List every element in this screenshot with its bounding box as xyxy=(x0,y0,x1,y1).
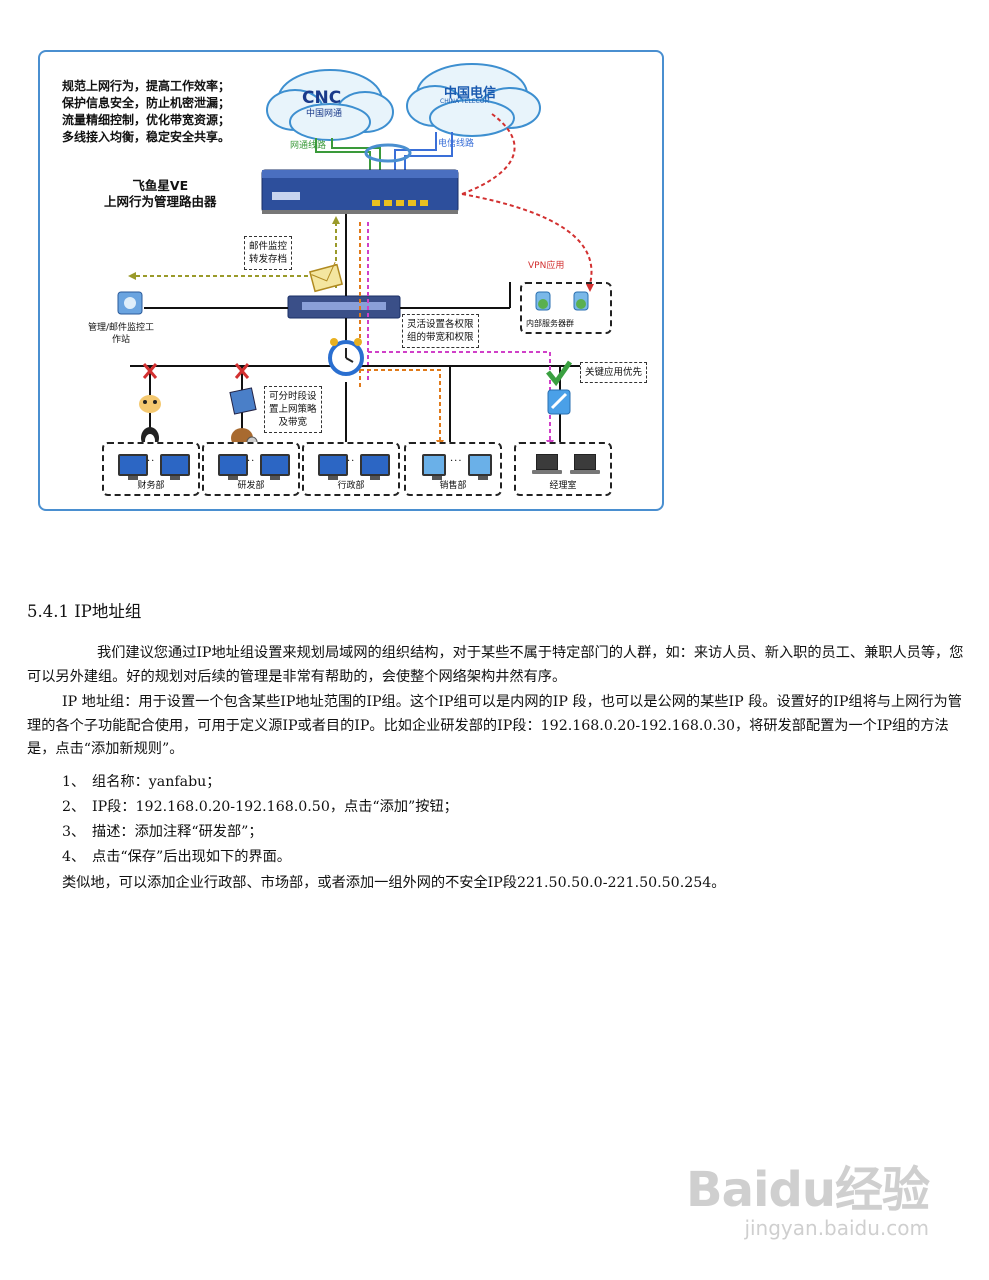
blocked-cross-icons xyxy=(142,363,250,379)
dept-sales: ··· 销售部 xyxy=(404,442,502,496)
step-text: 点击“保存”后出现如下的界面。 xyxy=(92,849,291,865)
step-number: 1、 xyxy=(62,774,86,790)
dept-finance: ·· 财务部 xyxy=(102,442,200,496)
router-title-line: 飞鱼星VE xyxy=(132,178,189,193)
workstation-label-line: 管理/邮件监控工 xyxy=(88,323,155,333)
telecom-subtitle: CHINA TELECOM xyxy=(440,98,490,105)
ellipsis-dots: ··· xyxy=(450,456,463,467)
dept-label: 经理室 xyxy=(549,481,577,491)
bubble-line: 置上网策略 xyxy=(269,404,317,415)
bubble-line: 组的带宽和权限 xyxy=(407,332,474,343)
router-title: 飞鱼星VE 上网行为管理路由器 xyxy=(104,178,217,210)
dept-label: 销售部 xyxy=(439,481,467,491)
section-heading: 5.4.1 IP地址组 xyxy=(27,602,142,621)
toy-animal-icon xyxy=(139,395,161,413)
mail-monitor-bubble: 邮件监控 转发存档 xyxy=(244,236,293,270)
priority-app-icon xyxy=(547,389,571,415)
network-diagram: 规范上网行为，提高工作效率； 保护信息安全，防止机密泄漏； 流量精细控制，优化带… xyxy=(38,50,664,511)
router-title-line: 上网行为管理路由器 xyxy=(104,194,217,209)
step-item: 2、 IP段：192.168.0.20-192.168.0.50，点击“添加”按钮… xyxy=(62,796,458,818)
cnc-logo: CNC xyxy=(302,88,342,108)
computer-icon xyxy=(318,454,348,480)
workstation-label: 管理/邮件监控工 作站 xyxy=(88,322,154,346)
cnc-cloud xyxy=(266,69,394,141)
ellipsis-dots: ·· xyxy=(147,456,156,467)
computer-icon xyxy=(160,454,190,480)
workstation-icon xyxy=(117,291,143,315)
telecom-cloud xyxy=(406,63,541,137)
slogan-line: 规范上网行为，提高工作效率； xyxy=(62,79,231,93)
bandwidth-bubble: 灵活设置各权限 组的带宽和权限 xyxy=(402,314,479,348)
diagram-slogan: 规范上网行为，提高工作效率； 保护信息安全，防止机密泄漏； 流量精细控制，优化带… xyxy=(62,78,292,146)
cnc-subtitle: 中国网通 xyxy=(306,109,343,119)
priority-bubble: 关键应用优先 xyxy=(580,362,648,383)
step-item: 4、点击“保存”后出现如下的界面。 xyxy=(62,846,291,868)
dept-manager: 经理室 xyxy=(514,442,612,496)
step-item: 3、描述：添加注释“研发部”； xyxy=(62,821,263,843)
closing-paragraph: 类似地，可以添加企业行政部、市场部，或者添加一组外网的不安全IP段221.50.… xyxy=(62,875,726,891)
server-group-box xyxy=(520,282,612,334)
bubble-line: 灵活设置各权限 xyxy=(407,319,474,330)
watermark-url: jingyan.baidu.com xyxy=(744,1216,929,1240)
ellipsis-dots: ·· xyxy=(347,456,356,467)
dept-rnd: ·· 研发部 xyxy=(202,442,300,496)
schedule-bubble: 可分时段设 置上网策略 及带宽 xyxy=(264,386,322,433)
ellipsis-dots: ·· xyxy=(247,456,256,467)
switch-device xyxy=(287,295,401,319)
paragraph-ip-group: IP 地址组：用于设置一个包含某些IP地址范围的IP组。这个IP组可以是内网的I… xyxy=(27,694,962,757)
bubble-line: 可分时段设 xyxy=(269,391,317,402)
computer-icon xyxy=(118,454,148,480)
alarm-clock-icon xyxy=(328,338,364,376)
mail-envelope-icon xyxy=(308,261,344,293)
computer-icon xyxy=(360,454,390,480)
step-text: 描述：添加注释“研发部”； xyxy=(92,824,263,840)
laptop-icon xyxy=(532,454,562,474)
cnc-line-label: 网通线路 xyxy=(290,141,327,151)
step-number: 4、 xyxy=(62,849,86,865)
check-mark-icon xyxy=(546,360,573,387)
dept-label: 研发部 xyxy=(237,481,265,491)
telecom-logo: 中国电信 xyxy=(444,86,497,101)
workstation-label-line: 作站 xyxy=(112,335,131,345)
router-device xyxy=(261,169,459,214)
dept-label: 财务部 xyxy=(137,481,165,491)
step-text: IP段：192.168.0.20-192.168.0.50，点击“添加”按钮； xyxy=(92,799,458,815)
computer-icon xyxy=(260,454,290,480)
dept-admin: ·· 行政部 xyxy=(302,442,400,496)
telecom-line-label: 电信线路 xyxy=(438,139,475,149)
watermark-brand: Baidu经验 xyxy=(686,1162,930,1218)
computer-icon xyxy=(218,454,248,480)
slogan-line: 多线接入均衡，稳定安全共享。 xyxy=(62,130,231,144)
network-topology-graphic xyxy=(117,63,594,449)
bubble-line: 及带宽 xyxy=(278,417,308,428)
laptop-icon xyxy=(570,454,600,474)
baidu-watermark: Baidu经验 jingyan.baidu.com xyxy=(686,1150,930,1240)
bubble-line: 转发存档 xyxy=(249,254,288,265)
server-group-label: 内部服务器群 xyxy=(526,319,574,328)
computer-icon xyxy=(422,454,446,480)
dept-label: 行政部 xyxy=(337,481,365,491)
computer-icon xyxy=(468,454,492,480)
video-file-icon xyxy=(229,387,257,415)
server-icons xyxy=(535,291,589,311)
step-item: 1、组名称：yanfabu； xyxy=(62,771,220,793)
vpn-label: VPN应用 xyxy=(528,261,565,271)
step-number: 3、 xyxy=(62,824,86,840)
bubble-line: 邮件监控 xyxy=(249,241,288,252)
step-number: 2、 xyxy=(62,799,86,815)
paragraph-intro: 我们建议您通过IP地址组设置来规划局域网的组织结构，对于某些不属于特定部门的人群… xyxy=(27,645,964,685)
step-text: 组名称：yanfabu； xyxy=(92,774,221,790)
slogan-line: 流量精细控制，优化带宽资源； xyxy=(62,113,231,127)
slogan-line: 保护信息安全，防止机密泄漏； xyxy=(62,96,231,110)
